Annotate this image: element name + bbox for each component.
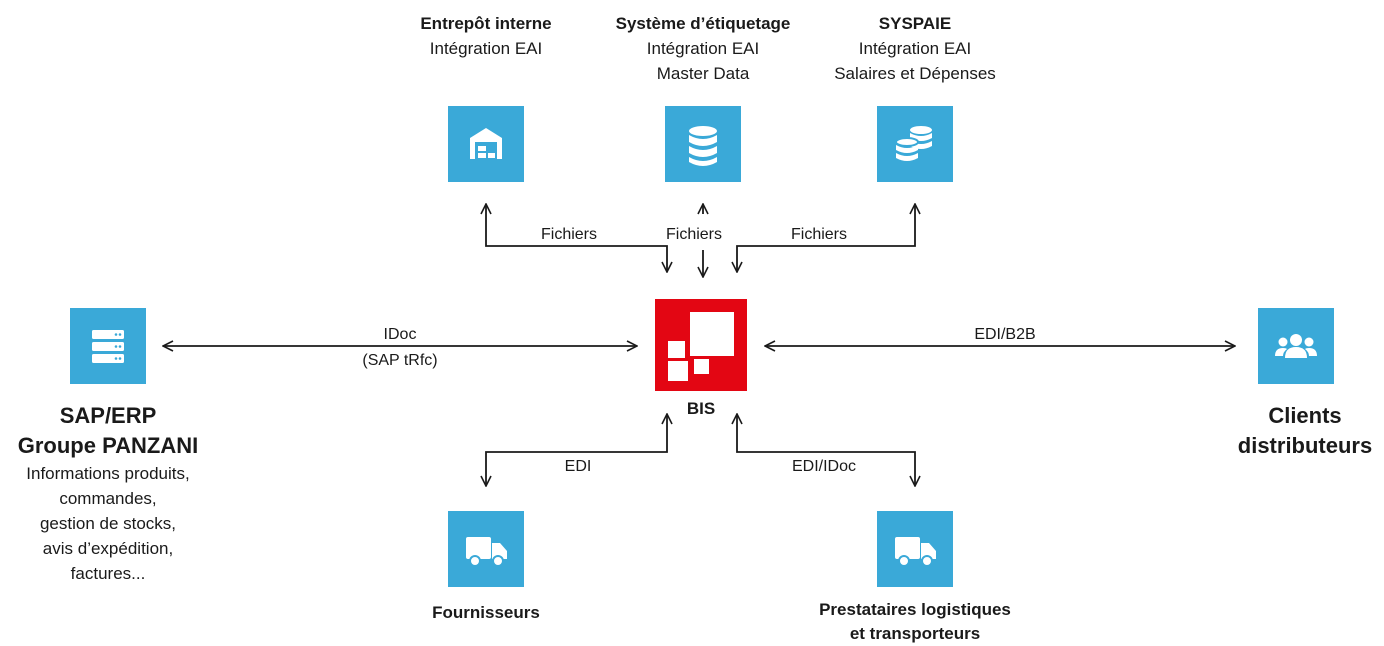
fournisseurs-label: Fournisseurs [386,600,586,625]
etiquetage-line-1: Intégration EAI [646,39,760,58]
etiquetage-line-2: Master Data [656,64,750,83]
edge-label-fournisseurs: EDI [564,458,592,475]
edge-syspaie [737,204,915,272]
clients-label: Clients distributeurs [1226,401,1384,461]
syspaie-label: SYSPAIE Intégration EAI Salaires et Dépe… [815,11,1015,86]
server-icon [70,308,146,384]
sap-title-1: SAP/ERP [59,403,157,428]
edge-fournisseurs [486,414,667,486]
clients-title-2: distributeurs [1237,433,1373,458]
entrepot-label: Entrepôt interne Intégration EAI [386,11,586,61]
edge-entrepot [486,204,667,272]
clients-title-1: Clients [1268,403,1342,428]
prestataires-title-2: et transporteurs [849,624,981,643]
entrepot-title: Entrepôt interne [420,14,552,33]
bis-logo-icon [655,299,747,391]
warehouse-icon [448,106,524,182]
edge-label-clients: EDI/B2B [974,326,1036,343]
etiquetage-label: Système d’étiquetage Intégration EAI Mas… [583,11,823,86]
syspaie-line-1: Intégration EAI [858,39,972,58]
sap-line-2: commandes, [59,489,157,508]
sap-title-2: Groupe PANZANI [17,433,199,458]
prestataires-title-1: Prestataires logistiques [819,600,1011,619]
bis-label: BIS [671,396,731,421]
bis-title: BIS [686,399,716,418]
truck-icon [877,511,953,587]
truck-icon [448,511,524,587]
edge-label-syspaie: Fichiers [791,226,848,243]
entrepot-line-1: Intégration EAI [429,39,543,58]
edge-label-etiquetage: Fichiers [666,226,723,243]
database-icon [665,106,741,182]
edge-label-sap-1: IDoc [383,326,417,343]
edge-prestataires [737,414,915,486]
etiquetage-title: Système d’étiquetage [615,14,791,33]
sap-line-4: avis d’expédition, [42,539,174,558]
sap-line-5: factures... [70,564,146,583]
fournisseurs-title: Fournisseurs [432,603,540,622]
sap-line-3: gestion de stocks, [39,514,177,533]
edge-label-prestataires: EDI/IDoc [791,458,856,475]
users-icon [1258,308,1334,384]
prestataires-label: Prestataires logistiques et transporteur… [795,598,1035,646]
syspaie-title: SYSPAIE [878,14,952,33]
coins-icon [877,106,953,182]
sap-line-1: Informations produits, [26,464,190,483]
syspaie-line-2: Salaires et Dépenses [834,64,996,83]
edge-label-entrepot: Fichiers [541,226,598,243]
sap-label: SAP/ERP Groupe PANZANI Informations prod… [0,401,216,586]
edge-label-sap-2: (SAP tRfc) [362,352,438,369]
